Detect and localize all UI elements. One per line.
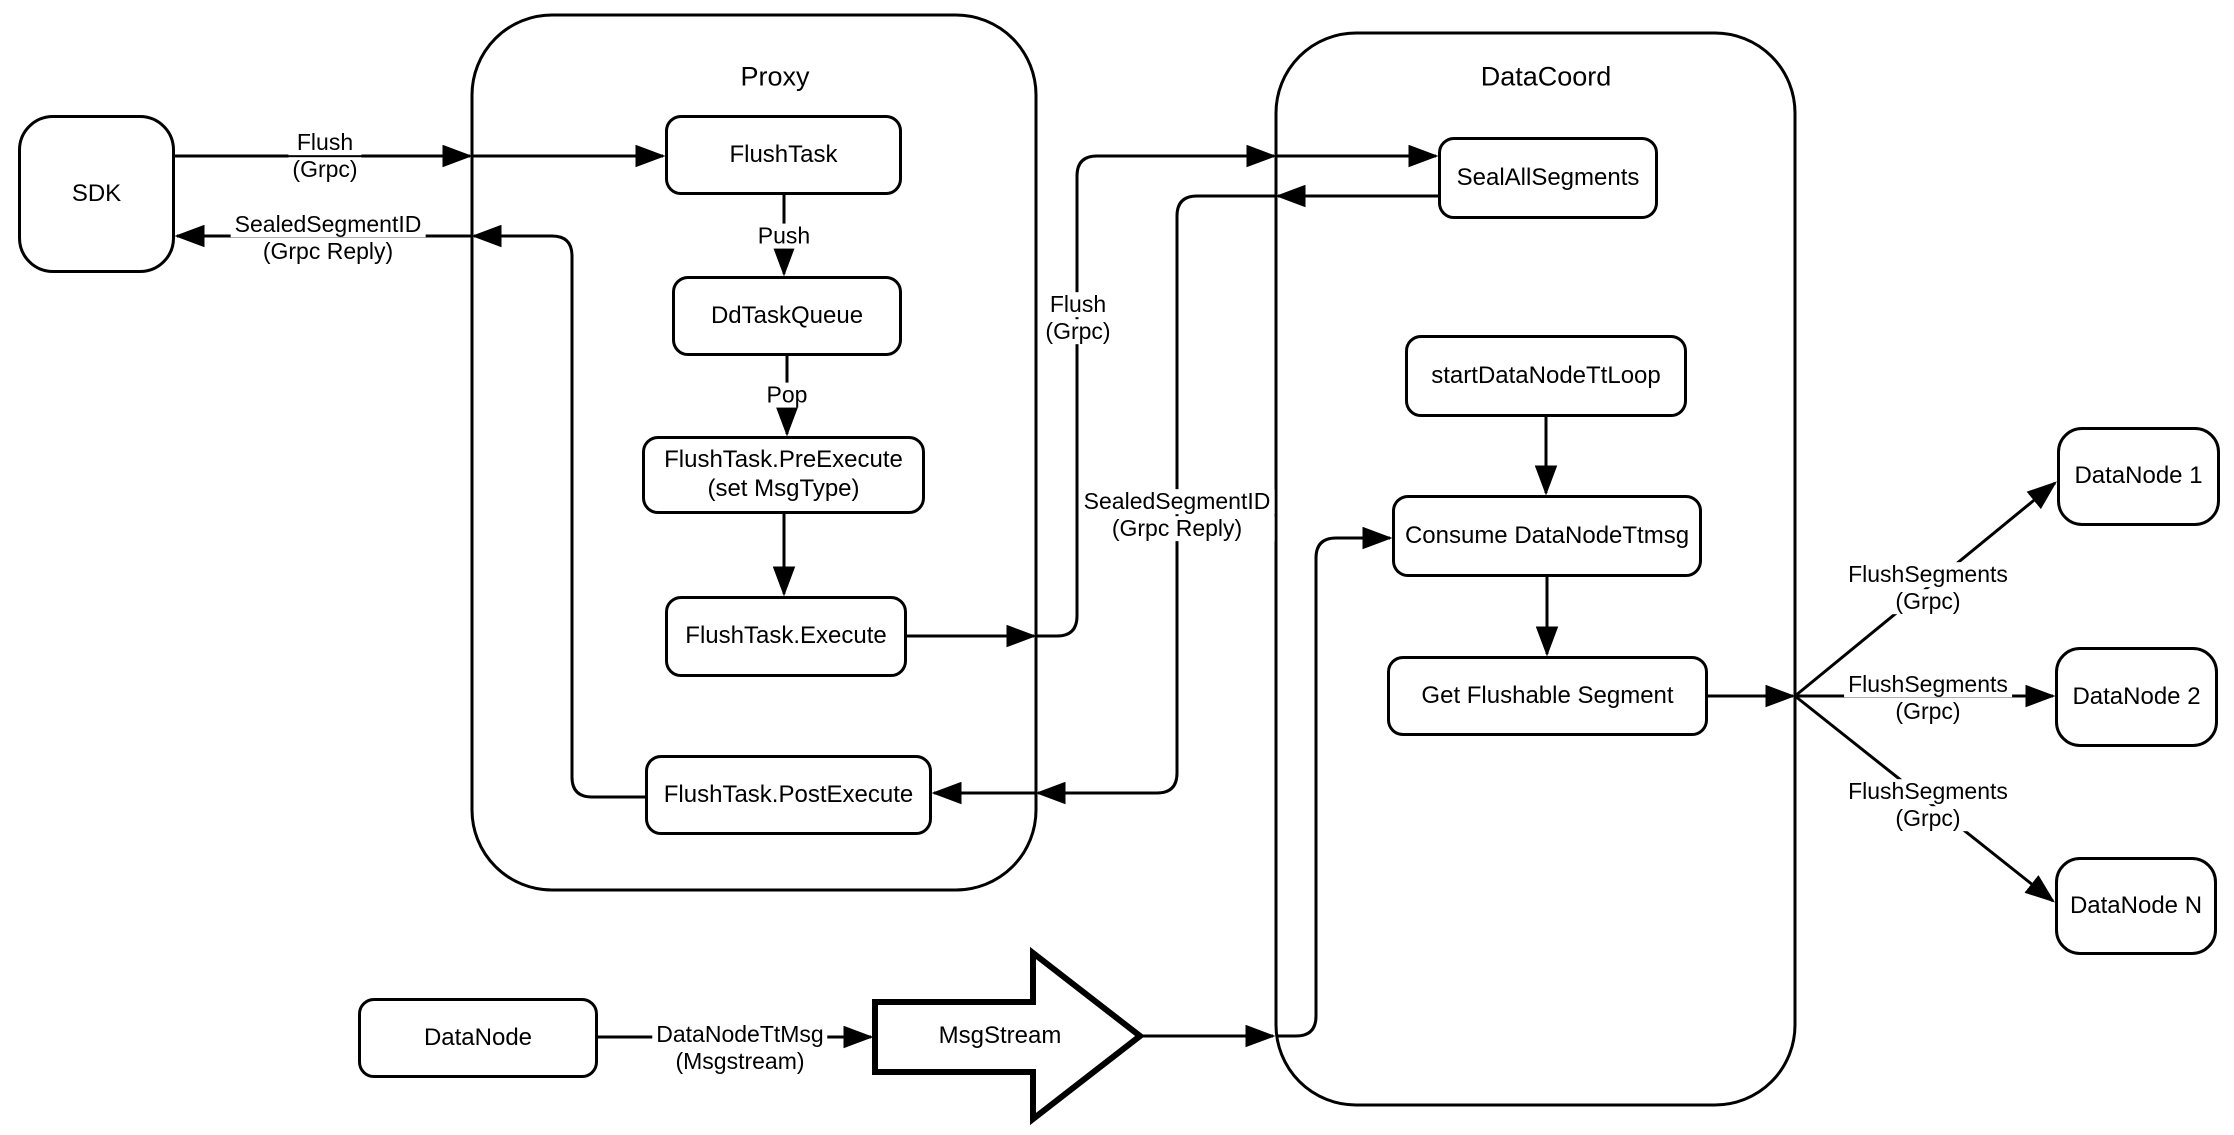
proxy-container-outline — [470, 13, 1038, 892]
edge-label-flushsegments-1: FlushSegments (Grpc) — [1844, 562, 2012, 614]
edge-label-line: Flush — [1041, 292, 1115, 317]
datacoord-container-outline — [1274, 31, 1797, 1107]
edge-label-flush-grpc-mid: Flush (Grpc) — [1041, 292, 1115, 344]
edge-label-flushsegments-2: FlushSegments (Grpc) — [1844, 672, 2012, 724]
edge-label-line: (Grpc Reply) — [230, 239, 426, 264]
edge-label-flush-grpc-sdk: Flush (Grpc) — [288, 130, 362, 182]
edge-execute-to-sealallsegments — [907, 144, 1439, 648]
edge-label-line: (Grpc Reply) — [1079, 516, 1275, 541]
node-startdatanodettloop: startDataNodeTtLoop — [1405, 335, 1687, 417]
node-datanode-bottom: DataNode — [358, 998, 598, 1078]
node-flushtask-postexecute: FlushTask.PostExecute — [645, 755, 932, 835]
edge-postexecute-to-sdk — [174, 224, 645, 799]
edge-label-line: (Grpc) — [1041, 319, 1115, 344]
edge-label-line: (Grpc) — [1844, 699, 2012, 724]
node-ddtaskqueue: DdTaskQueue — [672, 276, 902, 356]
node-datanode-n: DataNode N — [2055, 857, 2217, 955]
node-sealallsegments: SealAllSegments — [1438, 137, 1658, 219]
edge-label-line: DataNodeTtMsg — [652, 1022, 828, 1047]
msgstream-block-arrow — [872, 946, 1145, 1126]
edge-label-sealedsegmentid-mid: SealedSegmentID (Grpc Reply) — [1079, 489, 1275, 541]
edge-label-line: FlushSegments — [1844, 562, 2012, 587]
node-flushtask: FlushTask — [665, 115, 902, 195]
node-datanode-1: DataNode 1 — [2057, 427, 2220, 526]
edge-label-line: Push — [753, 223, 815, 249]
edge-label-line: (Grpc) — [288, 157, 362, 182]
msgstream-label: MsgStream — [938, 1022, 1062, 1049]
edge-label-line: FlushSegments — [1844, 672, 2012, 697]
node-get-flushable-segment: Get Flushable Segment — [1387, 656, 1708, 736]
edge-label-line: SealedSegmentID — [1079, 489, 1275, 514]
node-datanode-2: DataNode 2 — [2055, 647, 2218, 747]
node-sdk: SDK — [18, 115, 175, 273]
edge-label-sealedsegmentid-sdk: SealedSegmentID (Grpc Reply) — [230, 212, 426, 264]
edge-label-line: (Msgstream) — [652, 1049, 828, 1074]
container-title-proxy: Proxy — [740, 61, 810, 92]
node-flushtask-preexecute-line1: FlushTask.PreExecute — [664, 446, 903, 474]
edge-flush-to-datacoord-boundary — [1036, 144, 1277, 638]
edge-postexecute-to-proxy-boundary — [471, 224, 645, 799]
node-flushtask-execute: FlushTask.Execute — [665, 596, 907, 677]
edge-label-push: Push — [753, 223, 815, 249]
edge-label-line: (Grpc) — [1844, 589, 2012, 614]
edge-label-flushsegments-3: FlushSegments (Grpc) — [1844, 779, 2012, 831]
edge-label-line: SealedSegmentID — [230, 212, 426, 237]
edge-label-line: FlushSegments — [1844, 779, 2012, 804]
container-title-datacoord: DataCoord — [1480, 61, 1612, 92]
node-consume-datanodettmsg: Consume DataNodeTtmsg — [1392, 495, 1702, 577]
node-flushtask-preexecute: FlushTask.PreExecute (set MsgType) — [642, 436, 925, 514]
edge-label-line: Pop — [762, 382, 812, 408]
edge-label-pop: Pop — [762, 382, 812, 408]
edge-label-datanodettmsg: DataNodeTtMsg (Msgstream) — [652, 1022, 828, 1074]
node-flushtask-preexecute-line2: (set MsgType) — [707, 475, 860, 502]
edge-boundary-to-consume — [1276, 526, 1393, 1038]
edge-msgstream-to-consume — [1140, 526, 1393, 1048]
edge-label-line: (Grpc) — [1844, 806, 2012, 831]
edge-label-line: Flush — [288, 130, 362, 155]
